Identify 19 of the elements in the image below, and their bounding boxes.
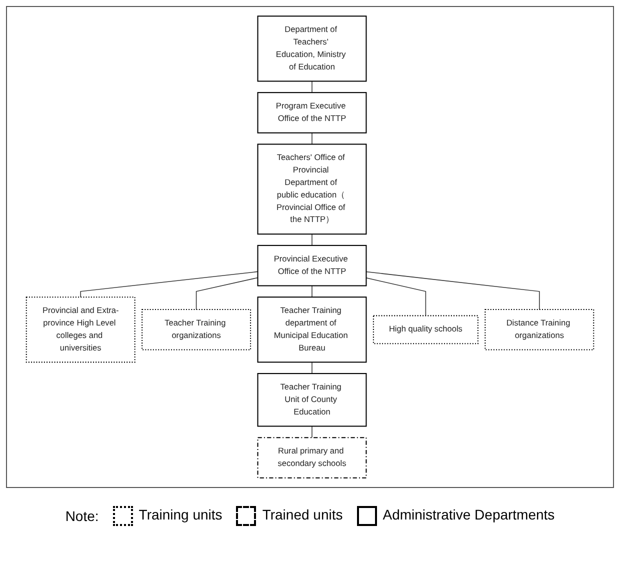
node-box: High quality schools — [372, 315, 478, 344]
connector — [366, 271, 540, 310]
legend-label: Training units — [138, 506, 222, 523]
node-box: Teacher Training Unit of County Education — [257, 373, 367, 427]
node-box: Teachers' Office of Provincial Department of public education（ Provincial Office of the NTTP） — [257, 144, 367, 235]
node-box: Teacher Training organizations — [142, 308, 252, 350]
node-box: Distance Training organizations — [484, 308, 594, 350]
connector — [80, 271, 258, 298]
node-box: Rural primary and secondary schools — [257, 437, 367, 478]
legend-label: Administrative Departments — [382, 506, 555, 523]
connector — [196, 277, 258, 310]
node-box: Provincial Executive Office of the NTTP — [257, 244, 367, 286]
node-box: Department of Teachers' Education, Ministry of Education — [257, 16, 367, 82]
note-label: Note: — [65, 508, 99, 524]
connector — [366, 278, 426, 316]
node-box: Provincial and Extra-province High Level colleges and universities — [26, 296, 136, 363]
node-box: Program Executive Office of the NTTP — [257, 92, 367, 134]
legend-label: Trained units — [262, 506, 343, 523]
node-box: Teacher Training department of Municipal Education Bureau — [257, 296, 367, 363]
